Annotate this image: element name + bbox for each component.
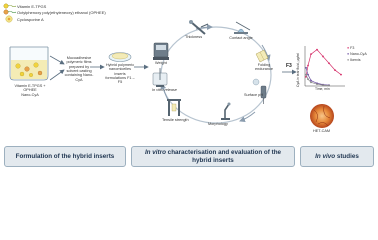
contact-angle-icon	[234, 21, 251, 34]
chart-legend: ● F3 ● Nano-CyA ● Ikervis	[347, 46, 367, 63]
balance-icon	[153, 42, 169, 60]
chart-legend-item: ● F3	[347, 46, 355, 50]
dissolution-icon	[152, 68, 168, 87]
footer-formulation: Formulation of the hybrid inserts	[4, 146, 126, 167]
beaker-icon	[9, 46, 49, 81]
beaker-label: Vitamin E-TPGS + OPHEE Nano-CyA	[14, 84, 46, 97]
data-point	[307, 73, 309, 76]
films-label: Mucoadhesive polymeric films prepared by…	[64, 56, 94, 82]
label-tensile-strength: Tensile strength	[162, 118, 189, 122]
data-point	[307, 78, 309, 81]
data-point	[322, 84, 324, 86]
data-point	[310, 81, 312, 84]
data-point	[328, 84, 330, 87]
legend-label-ophee: Octylphenoxy poly(ethyleneoxy) ethanol (…	[17, 9, 106, 15]
legend-icon-ophee	[3, 9, 17, 15]
folding-icon	[255, 49, 269, 63]
legend-icon-cyclosporine	[5, 15, 13, 23]
diagram-canvas	[3, 3, 345, 128]
label-folding-endurance: Folding endurance	[255, 63, 273, 72]
label-in-vitro-release: In vitro release	[152, 88, 177, 92]
tensile-tester-icon	[167, 99, 181, 116]
legend-label-tpgs: Vitamin E-TPGS	[17, 3, 47, 9]
label-surface-ph: Surface pH	[244, 93, 263, 97]
series-line-nano-cya	[305, 67, 330, 86]
label-thickness: Thickness	[185, 35, 203, 39]
het-cam-image	[310, 104, 334, 128]
data-point	[307, 64, 309, 67]
chart-y-label: CyA in tear fluid, µg/ml	[296, 53, 300, 87]
chart-x-label: Time, min	[315, 87, 330, 91]
legend-label-cyclosporine: Cyclosporine A	[17, 16, 44, 22]
chart-legend-item: ● Nano-CyA	[347, 51, 367, 56]
label-morphology: Morphology	[208, 122, 228, 126]
label-f3: F3	[286, 63, 292, 69]
data-point	[322, 55, 324, 58]
data-point	[334, 69, 336, 71]
data-point	[305, 66, 307, 69]
label-contact-angle: Contact angle	[229, 36, 253, 40]
het-cam-label: HET-CAM	[313, 129, 331, 133]
label-weight: Weight	[155, 61, 167, 65]
legend-icon-tpgs	[3, 3, 17, 9]
footer-in-vivo: In vivo studies	[300, 146, 374, 167]
data-point	[340, 73, 342, 76]
data-point	[316, 48, 318, 51]
data-point	[310, 79, 312, 82]
inserts-label: Hybrid polymeric nanomicelles inserts fo…	[105, 63, 135, 85]
data-point	[328, 62, 330, 65]
data-point	[310, 53, 312, 56]
data-point	[316, 83, 318, 86]
data-point	[305, 73, 307, 76]
footer-in-vitro: In vitro characterisation and evaluation…	[131, 146, 295, 167]
chart-legend-item: ● Ikervis	[347, 57, 361, 62]
ph-meter-icon	[252, 78, 267, 104]
release-chart	[304, 46, 345, 87]
series-line-f3	[305, 49, 342, 77]
petri-dish-icon	[108, 52, 132, 62]
micrometer-icon	[189, 20, 209, 35]
microscope-icon	[221, 102, 231, 120]
evaluation-cycle	[160, 26, 272, 124]
